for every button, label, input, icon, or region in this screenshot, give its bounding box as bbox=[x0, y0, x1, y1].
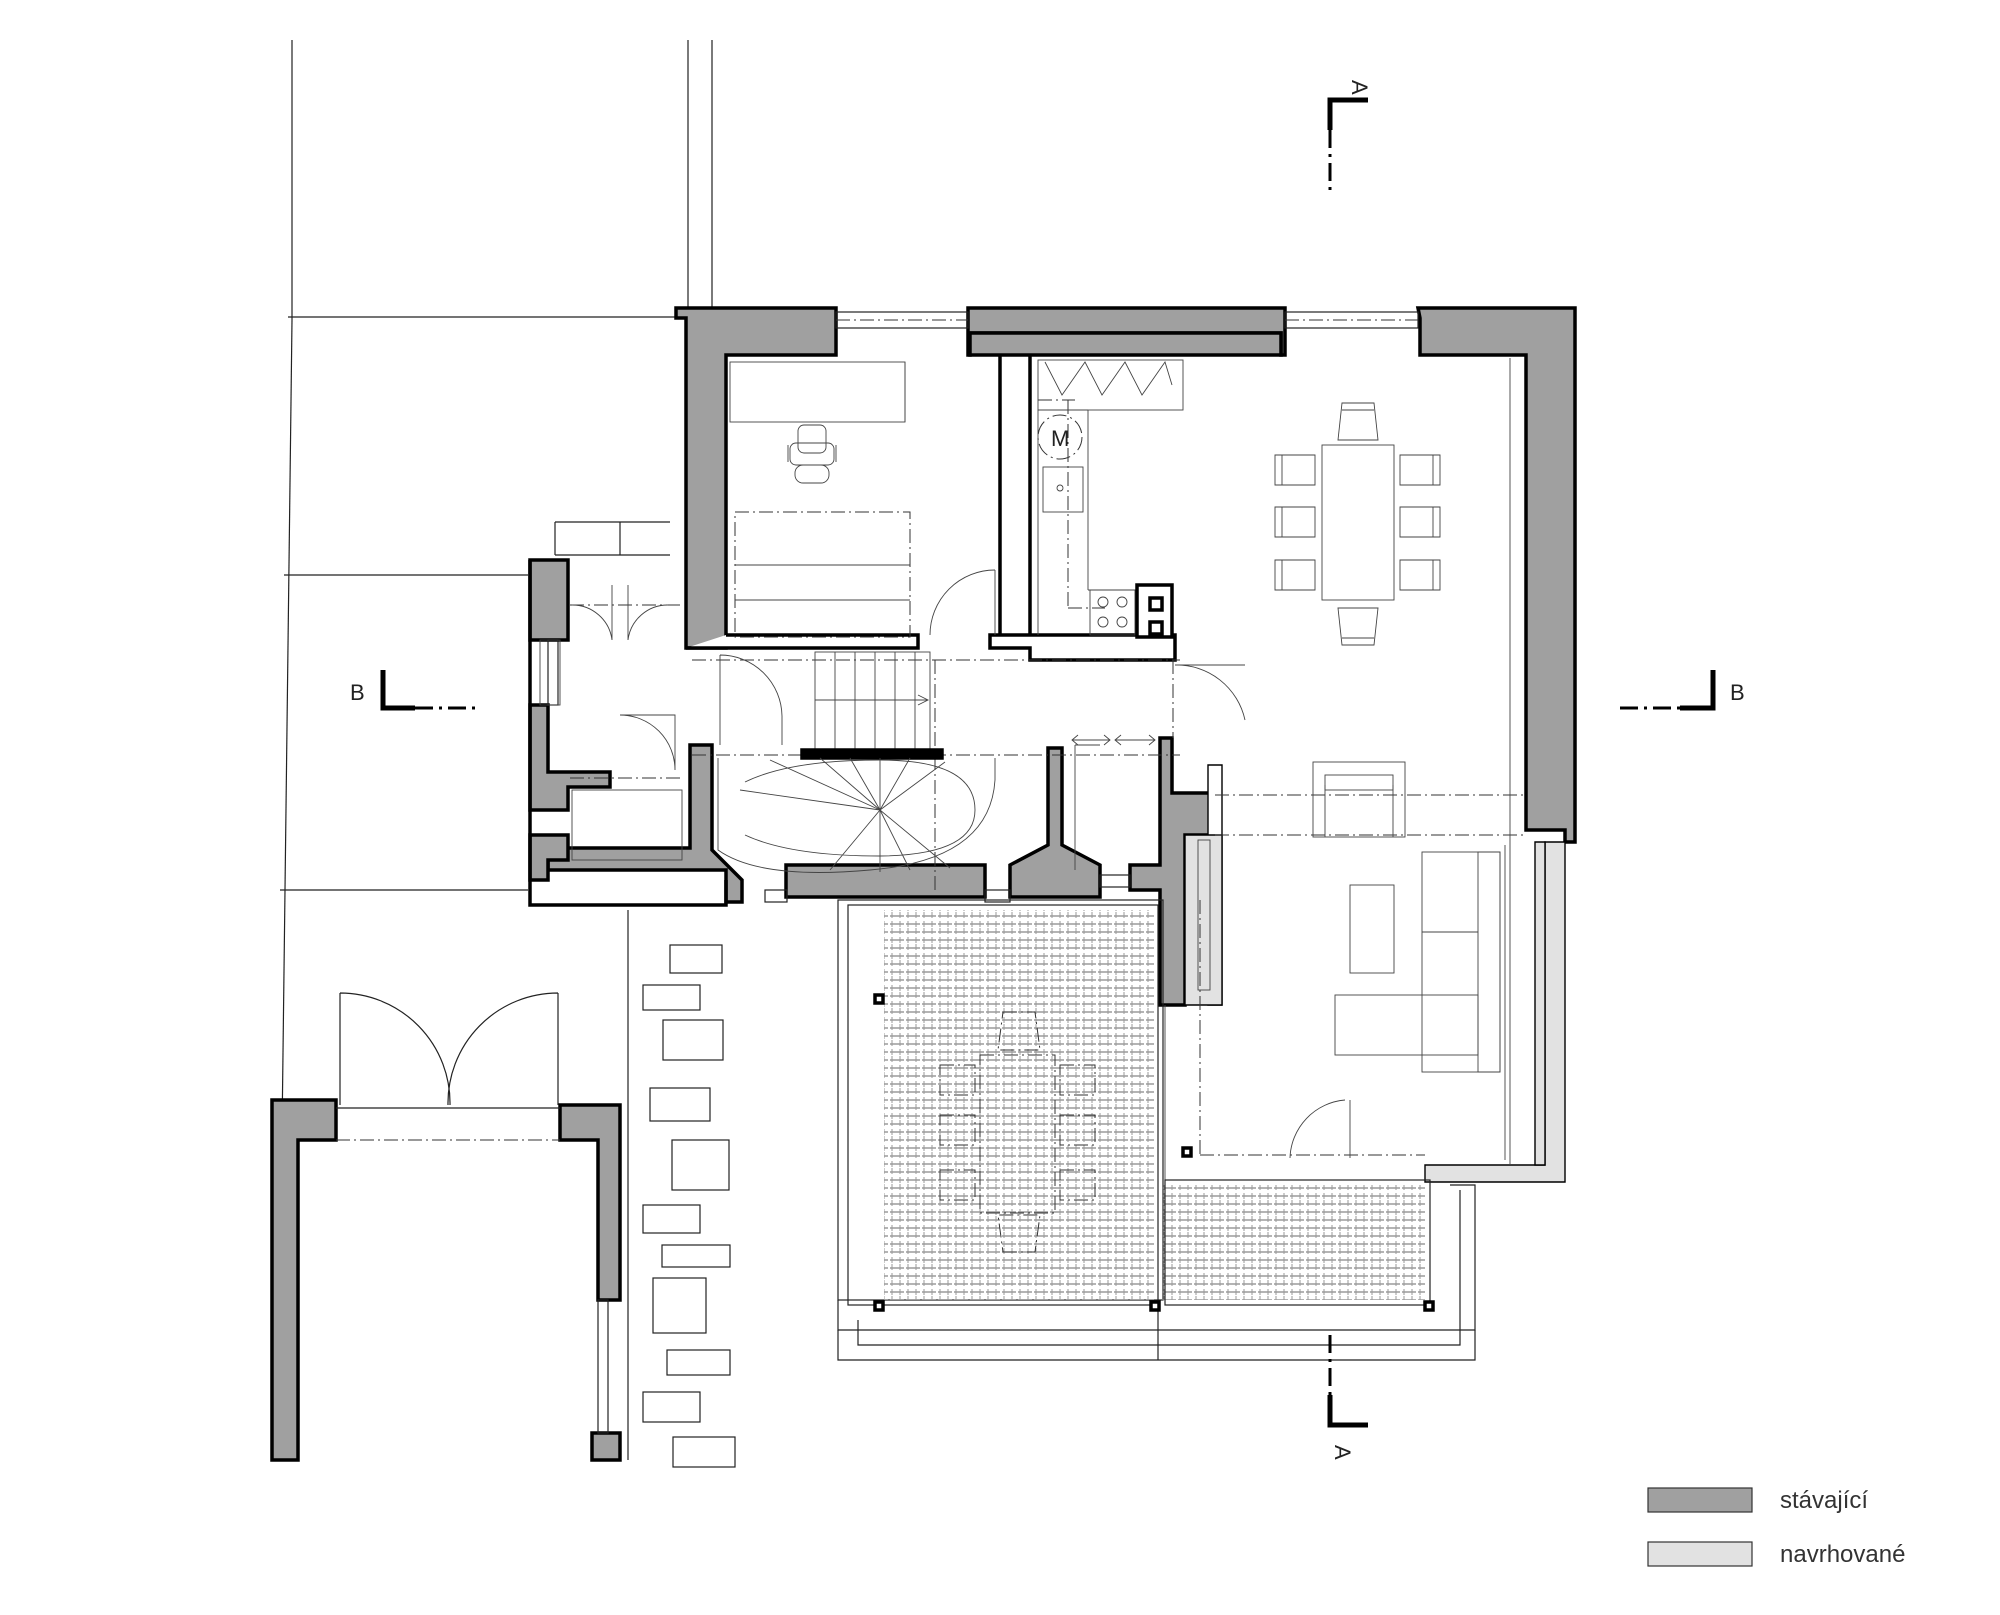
outdoor-table bbox=[939, 1011, 1096, 1253]
sofa-icon bbox=[1334, 851, 1501, 1073]
chair-icon bbox=[1399, 454, 1441, 486]
legend-label-proposed: navrhované bbox=[1780, 1541, 1905, 1568]
bedroom-furniture bbox=[729, 361, 996, 638]
door-swing-icon bbox=[1174, 664, 1246, 721]
stepping-stones bbox=[627, 910, 736, 1468]
armchair-icon bbox=[1312, 761, 1406, 838]
legend-swatch-proposed bbox=[1647, 1541, 1753, 1567]
tall-units bbox=[1135, 583, 1174, 639]
legend: stávající navrhované bbox=[1647, 1487, 1905, 1568]
chair-icon bbox=[1274, 506, 1316, 538]
section-marker-b-left: B bbox=[350, 670, 475, 711]
kitchen: M bbox=[1037, 359, 1246, 721]
section-label-b-right: B bbox=[1730, 680, 1745, 705]
staircase bbox=[717, 651, 1156, 873]
section-label-a-bottom: A bbox=[1330, 1445, 1355, 1460]
existing-walls bbox=[528, 306, 1577, 1007]
coffee-table bbox=[1349, 884, 1395, 974]
section-marker-a-bottom: A bbox=[1327, 1335, 1368, 1460]
post-icon bbox=[873, 1300, 885, 1312]
door-swing-icon bbox=[929, 569, 996, 636]
chair-icon bbox=[1337, 607, 1379, 646]
terrace bbox=[837, 899, 1476, 1361]
appliance-label: M bbox=[1051, 426, 1069, 451]
chair-icon bbox=[1337, 402, 1379, 441]
washing-machine-icon: M bbox=[1037, 414, 1083, 460]
post-icon bbox=[1423, 1300, 1435, 1312]
site-lines bbox=[277, 40, 713, 1461]
office-chair-icon bbox=[787, 424, 837, 484]
bed-icon bbox=[734, 511, 911, 638]
post-icon bbox=[1181, 1146, 1193, 1158]
sink-icon bbox=[1042, 466, 1084, 513]
section-marker-b-right: B bbox=[1620, 670, 1745, 711]
cooktop-icon bbox=[1089, 589, 1136, 636]
vestibule bbox=[539, 585, 683, 861]
section-marker-a-top: A bbox=[1327, 80, 1372, 190]
grid-lines bbox=[570, 399, 1526, 1156]
post-icon bbox=[873, 993, 885, 1005]
outbuilding bbox=[270, 992, 622, 1462]
windows bbox=[547, 311, 1419, 903]
chair-icon bbox=[1399, 506, 1441, 538]
section-label-b-left: B bbox=[350, 680, 365, 705]
door-swing-icon bbox=[1289, 1099, 1351, 1159]
post-icon bbox=[1149, 1300, 1161, 1312]
chair-icon bbox=[1274, 559, 1316, 591]
legend-swatch-existing bbox=[1647, 1487, 1753, 1513]
living-room bbox=[1197, 761, 1501, 1159]
chair-icon bbox=[1399, 559, 1441, 591]
proposed-walls bbox=[1184, 764, 1566, 1183]
legend-label-existing: stávající bbox=[1780, 1487, 1868, 1514]
tv-unit bbox=[1197, 839, 1211, 991]
dining-table bbox=[1274, 402, 1441, 646]
section-label-a-top: A bbox=[1347, 80, 1372, 95]
chair-icon bbox=[1274, 454, 1316, 486]
